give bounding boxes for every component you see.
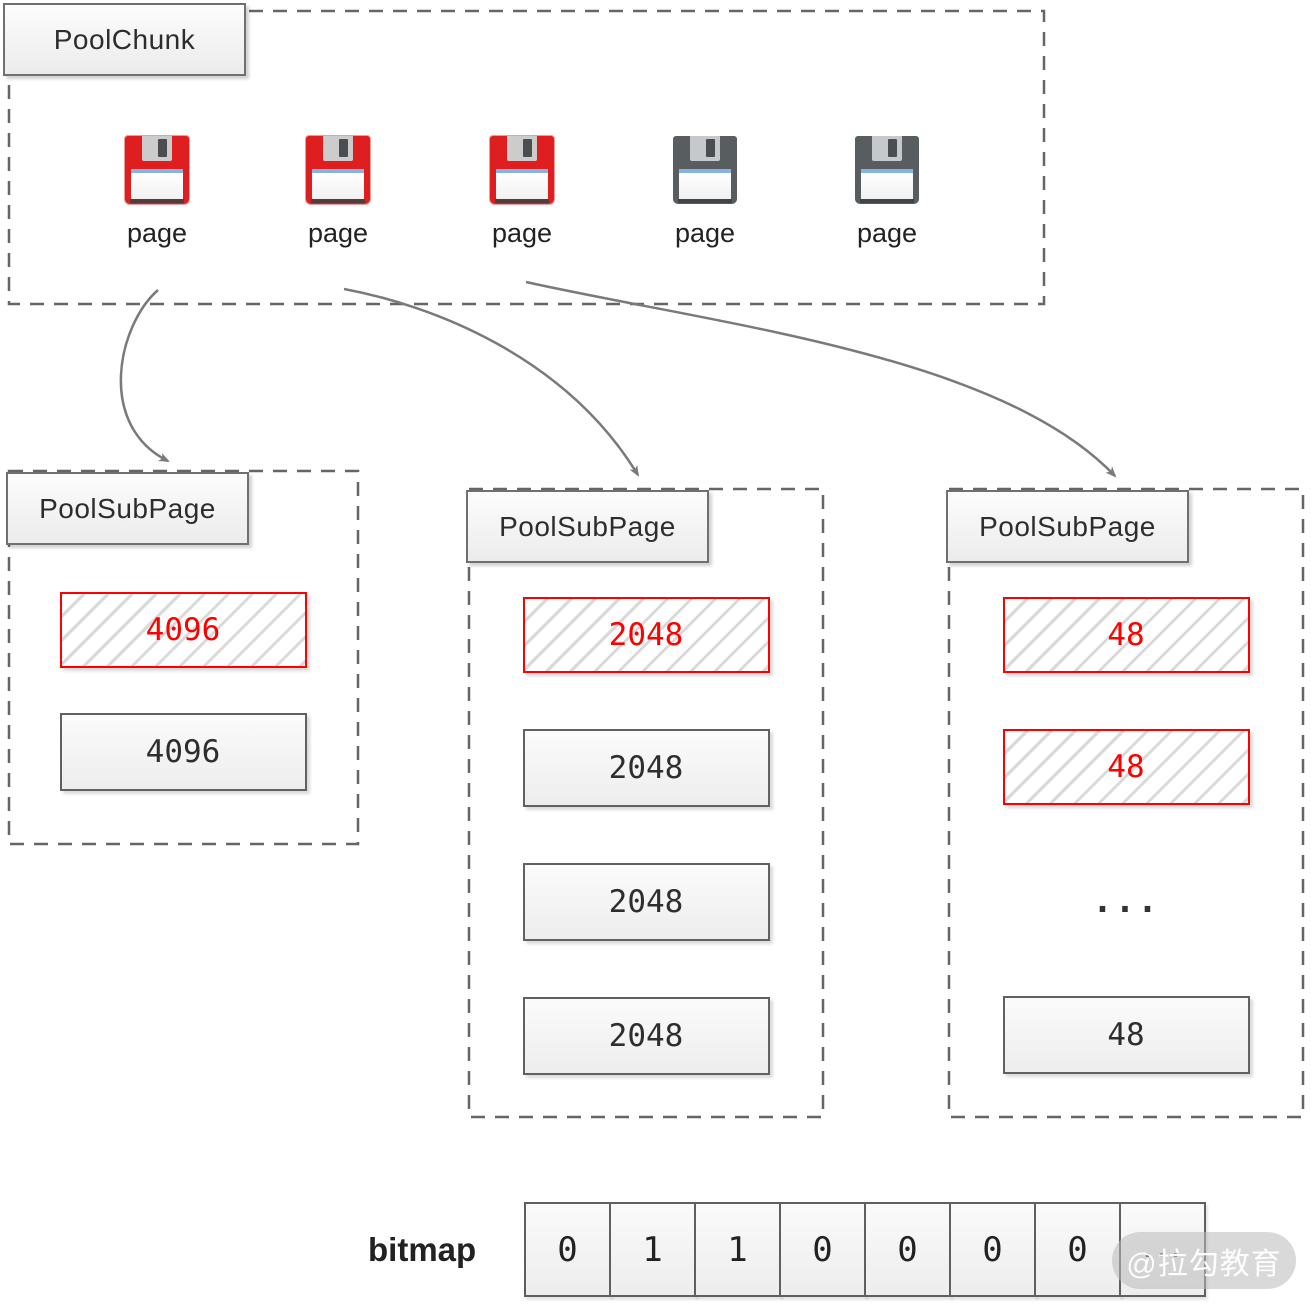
- floppy-shutter: [142, 136, 172, 161]
- memory-block: ...: [1092, 880, 1160, 921]
- floppy-disk-icon: [490, 136, 554, 204]
- poolsubpage-title: PoolSubPage: [979, 510, 1156, 542]
- floppy-shutter-slot: [523, 139, 532, 157]
- memory-block: 2048: [522, 997, 770, 1075]
- floppy-shutter-slot: [339, 139, 348, 157]
- page-label: page: [491, 218, 553, 248]
- poolsubpage-blocks: 48 48... 48: [948, 488, 1304, 1118]
- page-label: page: [674, 218, 736, 248]
- poolsubpage1-container-border: [7, 469, 360, 846]
- floppy-shutter: [872, 136, 902, 161]
- floppy-shutter: [507, 136, 537, 161]
- arrow-page1-to-subpage1: [119, 289, 170, 463]
- poolchunk-header: PoolChunk: [3, 3, 246, 76]
- memory-block: 48: [1002, 729, 1250, 805]
- poolsubpage-blocks: 2048 2048 2048 2048: [468, 488, 824, 1118]
- floppy-disk-icon: [673, 136, 737, 204]
- floppy-shutter-slot: [888, 139, 897, 157]
- page-item: page: [109, 136, 205, 249]
- memory-block: 2048: [522, 729, 770, 807]
- floppy-label-area: [130, 169, 184, 203]
- poolchunk-container-border: [7, 9, 1046, 306]
- page-label: page: [856, 218, 918, 248]
- bitmap-cell: 1: [609, 1202, 696, 1297]
- page-label: page: [307, 218, 369, 248]
- page-label: page: [126, 218, 188, 248]
- poolchunk-title: PoolChunk: [53, 23, 196, 55]
- poolsubpage-group: PoolSubPage 48 48... 48: [946, 488, 1304, 1118]
- bitmap-cell: 0: [864, 1202, 951, 1297]
- memory-block: 48: [1002, 996, 1250, 1074]
- floppy-shutter: [690, 136, 720, 161]
- memory-block: 4096: [59, 592, 307, 668]
- poolsubpage-group: PoolSubPage 2048 2048 2048 2048: [466, 488, 824, 1118]
- floppy-disk-icon: [125, 136, 189, 204]
- bitmap-cell: 1: [694, 1202, 781, 1297]
- floppy-shutter-slot: [706, 139, 715, 157]
- poolsubpage2-container-border: [467, 487, 825, 1119]
- bitmap-cell: 0: [779, 1202, 866, 1297]
- bitmap-cell: 0: [949, 1202, 1036, 1297]
- floppy-label-area: [860, 169, 914, 203]
- poolsubpage-header: PoolSubPage: [946, 490, 1189, 563]
- watermark-badge: @拉勾教育: [1112, 1232, 1296, 1289]
- memory-block: 2048: [522, 597, 770, 673]
- floppy-shutter-slot: [158, 139, 167, 157]
- poolsubpage-title: PoolSubPage: [39, 492, 216, 524]
- page-item: page: [290, 136, 386, 249]
- arrow-page3-to-subpage3: [525, 280, 1117, 478]
- poolsubpage-title: PoolSubPage: [499, 510, 676, 542]
- page-item: page: [657, 136, 753, 249]
- floppy-disk-icon: [306, 136, 370, 204]
- memory-block: 4096: [59, 713, 307, 791]
- poolsubpage-header: PoolSubPage: [466, 490, 709, 563]
- arrow-page2-to-subpage2: [343, 287, 640, 477]
- poolsubpage3-container-border: [947, 487, 1305, 1119]
- bitmap-cell: 0: [524, 1202, 611, 1297]
- poolsubpage-blocks: 4096 4096: [8, 470, 358, 845]
- floppy-shutter: [323, 136, 353, 161]
- floppy-label-area: [311, 169, 365, 203]
- floppy-label-area: [678, 169, 732, 203]
- floppy-disk-icon: [855, 136, 919, 204]
- page-item: page: [474, 136, 570, 249]
- floppy-label-area: [495, 169, 549, 203]
- bitmap-label: bitmap: [368, 1230, 477, 1268]
- page-item: page: [839, 136, 935, 249]
- poolsubpage-header: PoolSubPage: [6, 472, 249, 545]
- memory-block: 2048: [522, 863, 770, 941]
- memory-block: 48: [1002, 597, 1250, 673]
- bitmap-cell: 0: [1034, 1202, 1121, 1297]
- poolsubpage-group: PoolSubPage 4096 4096: [6, 470, 358, 845]
